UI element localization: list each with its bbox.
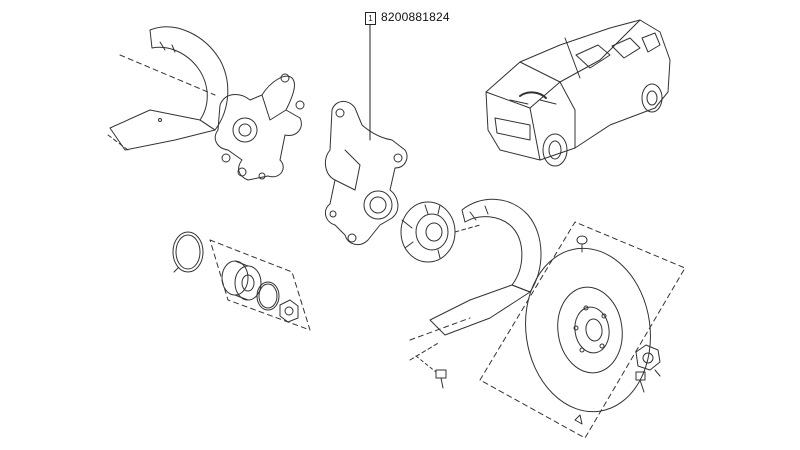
callout-index-box: 1 [365, 12, 376, 25]
vehicle-illustration [485, 19, 671, 167]
snap-ring[interactable] [172, 231, 204, 273]
wheel-bearing-kit[interactable] [209, 239, 311, 331]
bolt-bottom-right[interactable] [635, 369, 661, 393]
brake-disc[interactable] [479, 221, 686, 439]
steering-knuckle-center[interactable] [324, 101, 408, 246]
dust-shield-upper-left[interactable] [107, 26, 229, 151]
wheel-hub[interactable] [400, 201, 481, 263]
steering-knuckle-left[interactable] [214, 73, 305, 181]
hub-nut-right[interactable] [635, 344, 661, 371]
disc-screw-top[interactable] [576, 235, 588, 253]
bolt-shield[interactable] [415, 355, 447, 389]
dust-shield-right[interactable] [409, 198, 542, 361]
part-number-label: 8200881824 [381, 10, 450, 24]
